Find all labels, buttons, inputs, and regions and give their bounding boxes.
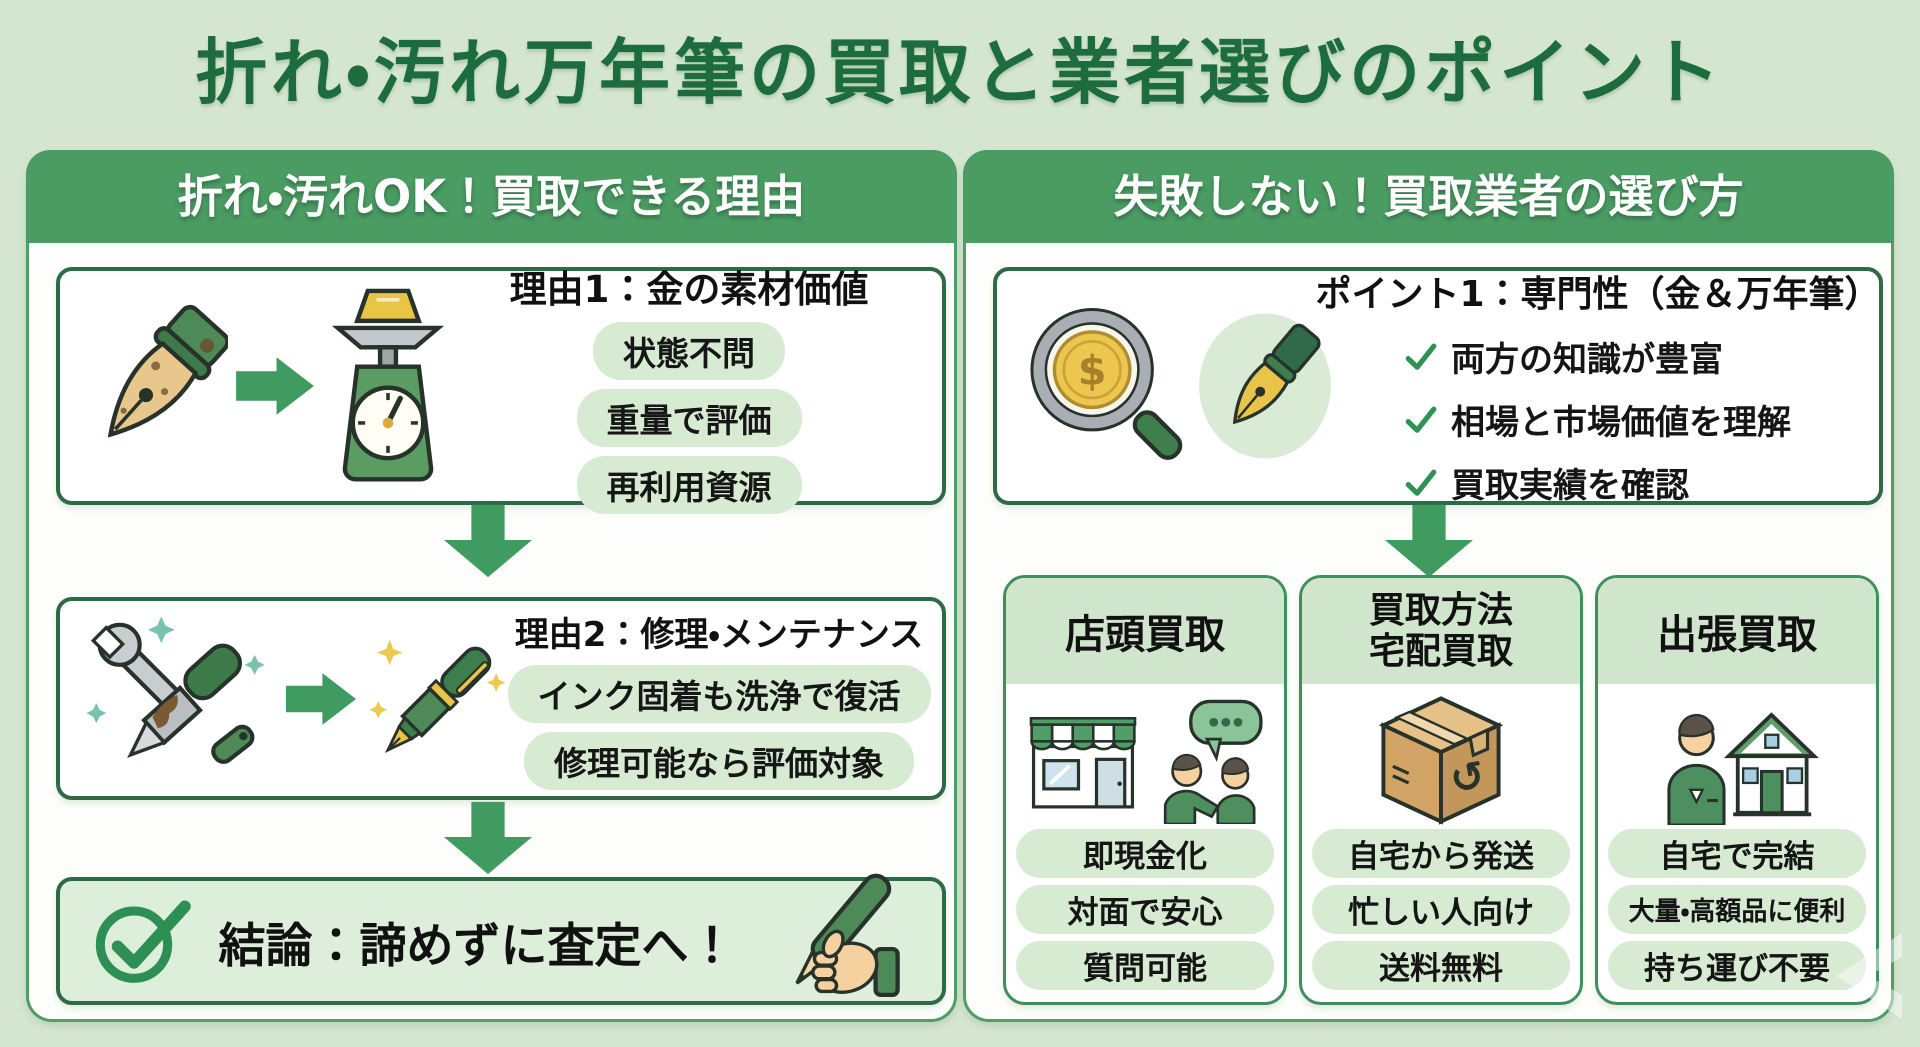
reason2-tag: 修理可能なら評価対象 (524, 732, 914, 790)
magnifier-coin-icon: $ (1030, 308, 1183, 460)
col-takuhai-header: 買取方法 宅配買取 (1302, 578, 1580, 684)
watermark-chevron (1836, 933, 1902, 1019)
dollar-symbol: $ (1078, 346, 1107, 394)
checkmark-icon (1405, 406, 1437, 433)
point1-text: ポイント1：専門性（金＆万年筆） 両方の知識が豊富 相場と市場価値を理解 買取実… (1315, 265, 1880, 507)
down-arrow-icon (444, 801, 532, 875)
method-column-takuhai: 買取方法 宅配買取 ↺ 自宅から発送 忙しい人向け 送料無料 (1299, 575, 1583, 1005)
check-label: 買取実績を確認 (1451, 466, 1689, 506)
method-column-shutcho: 出張買取 (1595, 575, 1879, 1005)
broken-pen-wrench-icon (86, 616, 265, 764)
reason1-box: 理由1：金の素材価値 状態不問 重量で評価 再利用資源 (56, 267, 946, 514)
reason2-box: 理由2：修理・メンテナンス インク固着も洗浄で復活 修理可能なら評価対象 (56, 597, 946, 800)
reason1-tag: 再利用資源 (576, 455, 802, 514)
reason1-tag: 状態不問 (593, 321, 785, 380)
right-panel-header: 失敗しない！買取業者の選び方 (963, 150, 1894, 243)
reason1-title: 理由1：金の素材価値 (509, 267, 869, 311)
reason2-text: 理由2：修理・メンテナンス インク固着も洗浄で復活 修理可能なら評価対象 (507, 607, 931, 790)
gold-scale-icon (331, 288, 445, 482)
left-panel-header: 折れ・汚れOK！買取できる理由 (26, 150, 957, 243)
people-talking-icon (1163, 699, 1263, 824)
method-tag: 忙しい人向け (1312, 885, 1570, 934)
cardboard-box-icon: ↺ (1378, 695, 1504, 825)
check-item: 買取実績を確認 (1405, 458, 1689, 507)
method-tag: 自宅から発送 (1312, 829, 1570, 878)
point1-box: $ ポイント1：専門性（金＆万年筆） (993, 265, 1883, 507)
checkmark-icon (1405, 469, 1437, 496)
method-column-tento: 店頭買取 (1003, 575, 1287, 1005)
col-tento-icons (1006, 684, 1284, 835)
check-label: 相場と市場価値を理解 (1451, 403, 1791, 443)
col-tento-header: 店頭買取 (1006, 578, 1284, 684)
col-takuhai-label: 買取方法 (1368, 589, 1513, 631)
col-tento-pills: 即現金化 対面で安心 質問可能 (1016, 829, 1274, 990)
arrow-right-icon (236, 357, 314, 415)
method-tag: 送料無料 (1312, 941, 1570, 990)
left-panel: 折れ・汚れOK！買取できる理由 (26, 150, 957, 1022)
col-shutcho-title: 出張買取 (1657, 612, 1817, 658)
hand-writing-pen-icon (795, 873, 900, 997)
method-tag: 質問可能 (1016, 941, 1274, 990)
restored-pen-icon (369, 639, 506, 753)
down-arrow-icon (444, 504, 532, 578)
checkmark-icon (1405, 343, 1437, 370)
col-shutcho-pills: 自宅で完結 大量・高額品に便利 持ち運び不要 (1608, 829, 1866, 990)
storefront-icon (1029, 716, 1137, 808)
conclusion-box: 結論：諦めずに査定へ！ (56, 873, 946, 1005)
method-tag: 即現金化 (1016, 829, 1274, 878)
method-tag: 自宅で完結 (1608, 829, 1866, 878)
col-tento-title: 店頭買取 (1065, 612, 1225, 658)
point1-title: ポイント1：専門性（金＆万年筆） (1315, 274, 1881, 315)
check-item: 両方の知識が豊富 (1405, 332, 1723, 381)
reason1-text: 理由1：金の素材価値 状態不問 重量で評価 再利用資源 (454, 259, 924, 514)
reason1-tag: 重量で評価 (576, 388, 802, 447)
col-takuhai-icons: ↺ (1302, 684, 1580, 835)
check-item: 相場と市場価値を理解 (1405, 395, 1791, 444)
col-shutcho-header: 出張買取 (1598, 578, 1876, 684)
check-circle-icon (95, 900, 191, 983)
col-shutcho-icons (1598, 684, 1876, 835)
right-panel: 失敗しない！買取業者の選び方 $ (963, 150, 1894, 1022)
method-tag: 持ち運び不要 (1608, 941, 1866, 990)
point1-checks: 両方の知識が豊富 相場と市場価値を理解 買取実績を確認 (1405, 332, 1791, 507)
method-tag: 大量・高額品に便利 (1608, 885, 1866, 934)
conclusion-text: 結論：諦めずに査定へ！ (218, 918, 736, 974)
reason2-title: 理由2：修理・メンテナンス (514, 615, 924, 655)
arrow-right-icon (286, 672, 356, 725)
col-takuhai-pills: 自宅から発送 忙しい人向け 送料無料 (1312, 829, 1570, 990)
dirty-pen-nib-icon (107, 304, 228, 438)
check-label: 両方の知識が豊富 (1451, 340, 1723, 380)
return-arrow-symbol: ↺ (1446, 751, 1488, 804)
col-takuhai-title: 宅配買取 (1368, 631, 1513, 672)
reason2-tag: インク固着も洗浄で復活 (507, 665, 931, 723)
page-title: 折れ・汚れ万年筆の買取と業者選びのポイント (195, 31, 1725, 114)
person-and-house-icon (1667, 711, 1819, 825)
down-arrow-icon (1385, 504, 1473, 578)
method-tag: 対面で安心 (1016, 885, 1274, 934)
pen-nib-badge-icon (1199, 313, 1331, 459)
